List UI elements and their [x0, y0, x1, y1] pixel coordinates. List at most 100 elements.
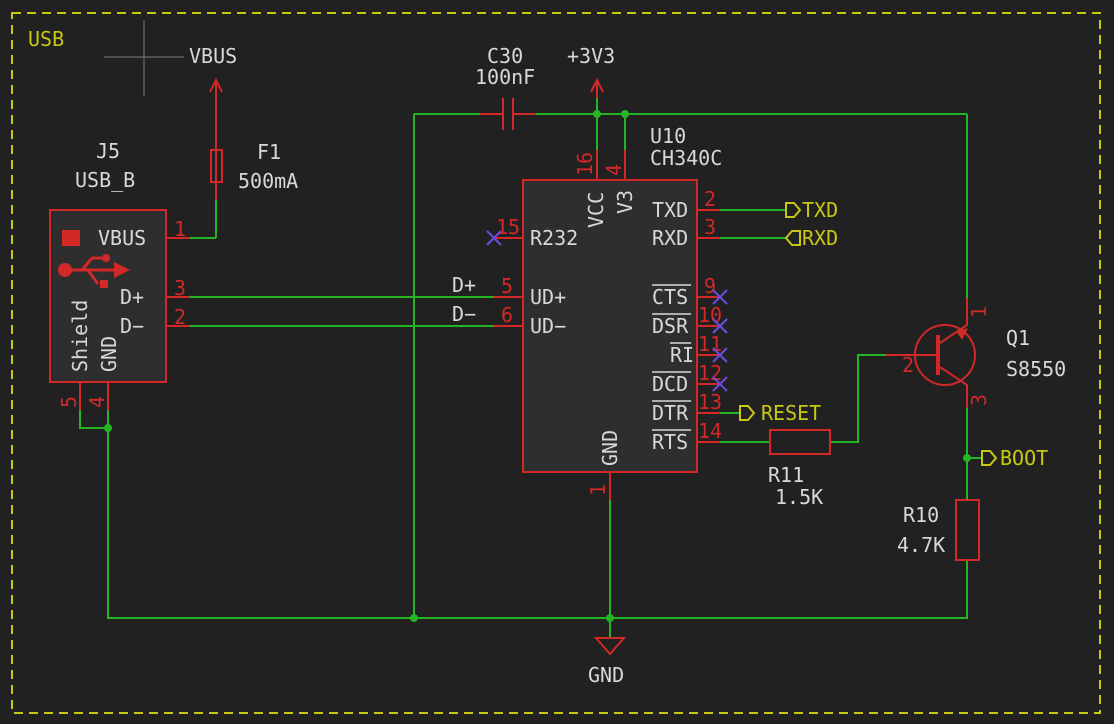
j5-pin-vbus: VBUS [98, 226, 146, 250]
q1-pinnum-1: 1 [967, 306, 991, 318]
no-connect-icon[interactable] [712, 376, 728, 392]
fuse-f1[interactable]: F1 500mA [210, 130, 298, 238]
u10-pin-dtr: DTR [652, 401, 689, 425]
no-connect-icon[interactable] [486, 230, 502, 246]
r11-ref: R11 [768, 463, 804, 487]
wire-gnd-bus[interactable] [107, 410, 968, 619]
q1-pinnum-2: 2 [902, 353, 914, 377]
c30-value: 100nF [475, 65, 535, 89]
u10-pin-udp: UD+ [530, 285, 566, 309]
connector-j5[interactable]: J5 USB_B VBUS D+ D− Shield GND 1 3 2 5 4 [49, 139, 190, 410]
f1-ref: F1 [257, 140, 281, 164]
no-connect-flags [486, 230, 728, 392]
j5-pinnum-2: 2 [174, 305, 186, 329]
j5-pinnum-3: 3 [174, 276, 186, 300]
vbus-power-label: VBUS [189, 44, 237, 68]
label-rxd[interactable]: RXD [784, 226, 838, 250]
q1-emitter-arrow-icon [956, 328, 968, 340]
sheet-title: USB [28, 27, 64, 51]
gnd-power-label: GND [588, 663, 624, 687]
3v3-power-label: +3V3 [567, 44, 615, 68]
u10-pin-rxd: RXD [652, 226, 688, 250]
junction [593, 110, 601, 118]
u10-pin-cts: CTS [652, 285, 688, 309]
3v3-arrow-icon [590, 77, 604, 93]
wire-r11-base[interactable] [830, 354, 886, 443]
q1-pinnum-3: 3 [967, 394, 991, 406]
j5-pinnum-1: 1 [174, 217, 186, 241]
junction [104, 424, 112, 432]
f1-value: 500mA [238, 169, 298, 193]
wire-shield[interactable] [79, 410, 108, 429]
usb-plug-icon [62, 230, 80, 246]
u10-pinnum-2: 2 [704, 187, 716, 211]
r10-value: 4.7K [897, 533, 945, 557]
j5-pin-dm: D− [120, 314, 144, 338]
u10-pin-txd: TXD [652, 198, 688, 222]
no-connect-icon[interactable] [712, 347, 728, 363]
j5-pinnum-5: 5 [57, 396, 81, 408]
u10-pinnum-9: 9 [704, 274, 716, 298]
u10-pin-v3: V3 [613, 190, 637, 214]
u10-pinnum-1: 1 [586, 484, 610, 496]
u10-pin-rts: RTS [652, 430, 688, 454]
label-reset-text: RESET [761, 401, 821, 425]
u10-pinnum-5: 5 [501, 274, 513, 298]
power-3v3[interactable]: +3V3 [567, 44, 615, 98]
junctions [104, 110, 971, 622]
usb-symbol-icon [58, 230, 130, 288]
u10-pinnum-6: 6 [501, 303, 513, 327]
u10-ref: U10 [650, 124, 686, 148]
ic-u10[interactable]: U10 CH340C VCC V3 TXD RXD R232 UD+ UD− C… [494, 124, 722, 500]
resistor-r10[interactable]: R10 4.7K [897, 499, 980, 561]
vbus-arrow-icon [209, 77, 223, 93]
j5-pin-shield: Shield [68, 300, 92, 372]
sheet-border [11, 12, 1101, 714]
u10-value: CH340C [650, 146, 722, 170]
r10-ref: R10 [903, 503, 939, 527]
output-flag-icon [785, 202, 802, 218]
u10-pinnum-14: 14 [698, 419, 722, 443]
net-label-dplus[interactable]: D+ [452, 273, 476, 297]
u10-pin-ri: RI [670, 343, 694, 367]
c30-ref: C30 [487, 44, 523, 68]
u10-pinnum-15: 15 [496, 215, 520, 239]
u10-pinnum-13: 13 [698, 390, 722, 414]
junction [410, 614, 418, 622]
junction [621, 110, 629, 118]
r10-body [955, 499, 980, 561]
net-label-dminus[interactable]: D− [452, 302, 476, 326]
no-connect-icon[interactable] [712, 289, 728, 305]
capacitor-c30[interactable]: C30 100nF [475, 44, 536, 130]
label-rxd-text: RXD [802, 226, 838, 250]
u10-pinnum-3: 3 [704, 215, 716, 239]
u10-pin-dcd: DCD [652, 372, 688, 396]
junction [606, 614, 614, 622]
input-flag-icon [784, 230, 801, 246]
r11-body [769, 429, 831, 455]
q1-emitter-lead [939, 366, 968, 408]
label-boot-text: BOOT [1000, 446, 1048, 470]
q1-ref: Q1 [1006, 326, 1030, 350]
label-reset[interactable]: RESET [739, 401, 821, 425]
no-connect-icon[interactable] [712, 318, 728, 334]
power-vbus[interactable]: VBUS [189, 44, 237, 130]
u10-pin-r232: R232 [530, 226, 578, 250]
power-gnd[interactable]: GND [588, 637, 627, 687]
u10-pinnum-4: 4 [602, 164, 626, 176]
r11-value: 1.5K [775, 485, 823, 509]
j5-pin-gnd: GND [97, 336, 121, 372]
j5-value: USB_B [75, 168, 135, 192]
label-txd[interactable]: TXD [785, 198, 838, 222]
label-txd-text: TXD [802, 198, 838, 222]
gnd-symbol-icon [593, 637, 627, 656]
resistor-r11[interactable]: R11 1.5K [768, 429, 831, 509]
label-boot[interactable]: BOOT [981, 446, 1048, 470]
transistor-q1[interactable]: Q1 S8550 1 2 3 [886, 298, 1066, 408]
u10-pin-gnd: GND [598, 430, 622, 466]
u10-overbars [652, 284, 691, 431]
j5-pinnum-4: 4 [85, 396, 109, 408]
q1-value: S8550 [1006, 357, 1066, 381]
u10-pin-udm: UD− [530, 314, 566, 338]
